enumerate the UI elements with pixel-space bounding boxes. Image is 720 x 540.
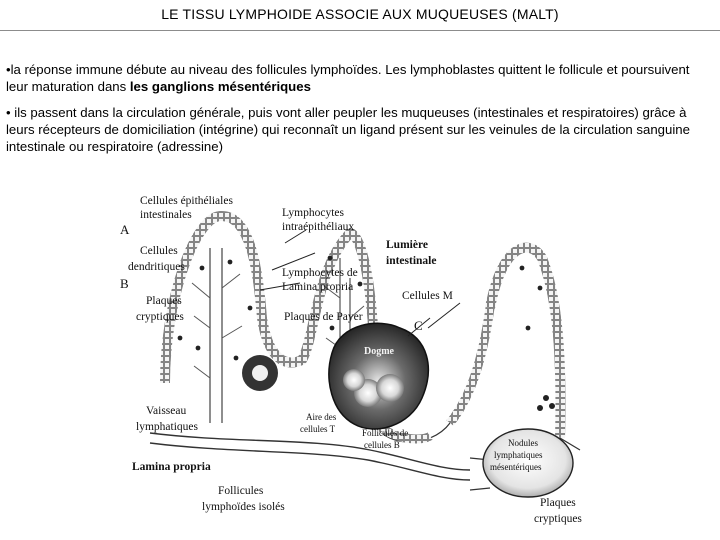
label-c: C bbox=[414, 318, 423, 333]
label-lymphocytes-lamina-2: Lamina propria bbox=[282, 281, 353, 293]
peyer-patch bbox=[328, 322, 430, 430]
label-vaisseau-2: lymphatiques bbox=[136, 421, 198, 433]
label-cellules-dendritiques-2: dendritiques bbox=[128, 261, 185, 273]
label-cellules-dendritiques: Cellules bbox=[140, 245, 178, 257]
malt-diagram: Cellules épithéliales intestinales A Cel… bbox=[120, 195, 582, 525]
label-follicules-isoles: Follicules bbox=[218, 485, 264, 497]
label-lymphocytes-intraepitheliaux: Lymphocytes bbox=[282, 207, 344, 219]
label-plaques-cryptiques: Plaques bbox=[146, 295, 182, 307]
label-vaisseau: Vaisseau bbox=[146, 405, 186, 417]
label-follicules-b-2: cellules B bbox=[364, 440, 400, 450]
title-divider bbox=[0, 30, 720, 31]
label-nodules-2: lymphatiques bbox=[494, 450, 543, 460]
label-lymphocytes-lamina: Lymphocytes de bbox=[282, 267, 358, 279]
label-aire-cellules-t: Aire des bbox=[306, 412, 337, 422]
slide-title: LE TISSU LYMPHOIDE ASSOCIE AUX MUQUEUSES… bbox=[161, 6, 559, 22]
label-plaques-cryptiques-bottom-2: cryptiques bbox=[534, 513, 582, 525]
label-lamina-propria: Lamina propria bbox=[132, 461, 211, 473]
label-nodules-3: mésentériques bbox=[490, 462, 542, 472]
label-a: A bbox=[120, 222, 130, 237]
mesenteric-node bbox=[482, 428, 574, 498]
label-dogme: Dogme bbox=[364, 346, 395, 357]
label-plaques-cryptiques-bottom: Plaques bbox=[540, 497, 576, 509]
bullet-1-text: •la réponse immune débute au niveau des … bbox=[6, 62, 690, 94]
label-lumiere-2: intestinale bbox=[386, 255, 436, 267]
lymphocyte-dots bbox=[177, 255, 555, 411]
isolated-follicle bbox=[242, 355, 278, 391]
label-lymphocytes-intraepitheliaux-2: intraépithéliaux bbox=[282, 221, 354, 233]
bullet-1-bold: les ganglions mésentériques bbox=[129, 79, 311, 94]
label-aire-cellules-t-2: cellules T bbox=[300, 424, 336, 434]
label-cellules-m: Cellules M bbox=[402, 290, 453, 302]
lymphatic-vessel bbox=[149, 432, 471, 471]
label-plaques-de-payer: Plaques de Payer bbox=[284, 311, 363, 323]
label-b: B bbox=[120, 276, 129, 291]
label-follicules-b: Follicules de bbox=[362, 428, 408, 438]
label-nodules: Nodules bbox=[508, 438, 538, 448]
bullet-paragraph-2: • ils passent dans la circulation généra… bbox=[6, 105, 690, 154]
bullet-paragraph-1: •la réponse immune débute au niveau des … bbox=[6, 61, 708, 95]
label-cellules-epitheliales-2: intestinales bbox=[140, 209, 192, 221]
label-lumiere: Lumière bbox=[386, 239, 428, 251]
label-plaques-cryptiques-2: cryptiques bbox=[136, 311, 184, 323]
label-follicules-isoles-2: lymphoïdes isolés bbox=[202, 501, 285, 513]
label-cellules-epitheliales: Cellules épithéliales bbox=[140, 195, 233, 207]
epithelium-band bbox=[160, 211, 380, 419]
